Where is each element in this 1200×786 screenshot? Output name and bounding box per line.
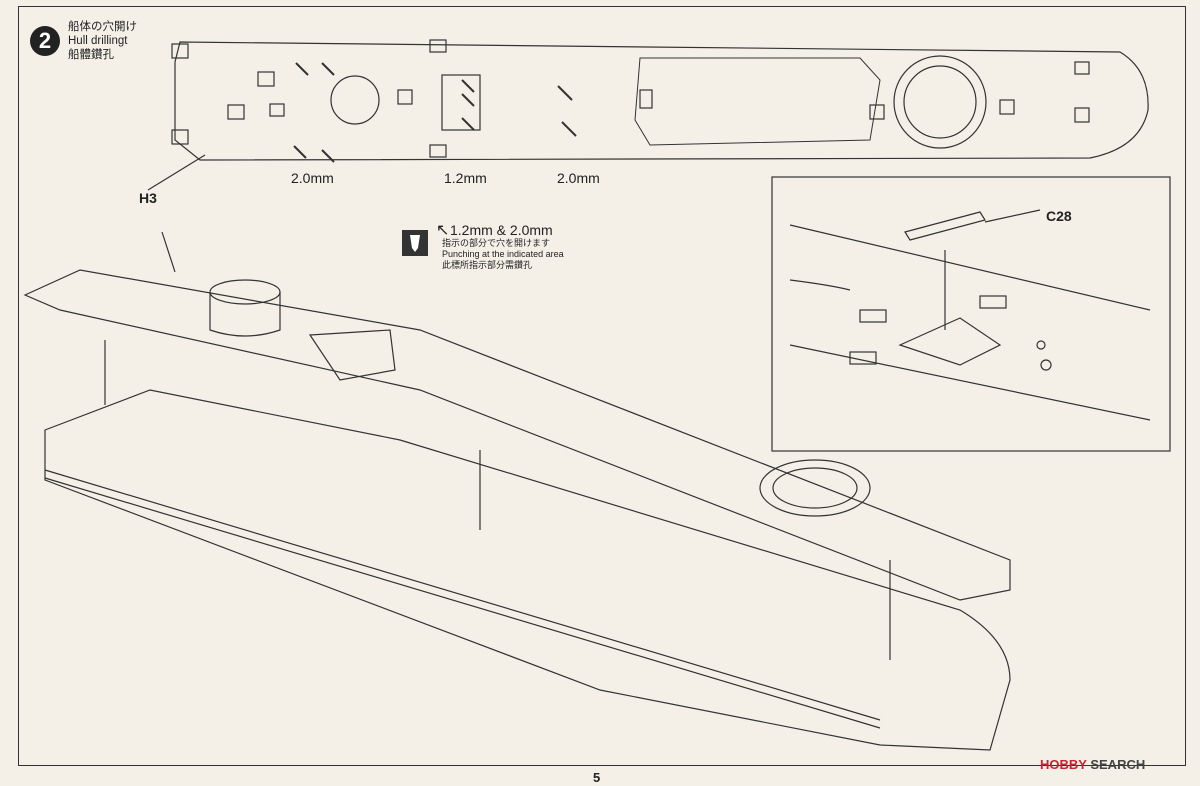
- legend-line-ja: 指示の部分で穴を開けます: [442, 238, 551, 248]
- hull-body-iso: [44, 389, 1011, 751]
- legend-line-en: Punching at the indicated area: [442, 249, 564, 259]
- deck-top-view: [174, 41, 1149, 161]
- dimension-left: 2.0mm: [291, 170, 334, 186]
- hull-deck-iso: [23, 269, 1011, 601]
- step-title-en: Hull drillingt: [68, 35, 128, 47]
- dimension-center: 1.2mm: [444, 170, 487, 186]
- step-title-zh: 船體鑽孔: [68, 49, 114, 61]
- part-label-c28: C28: [1046, 208, 1072, 224]
- dimension-right: 2.0mm: [557, 170, 600, 186]
- step-number-badge: 2: [30, 26, 60, 56]
- page-number: 5: [593, 770, 601, 785]
- step-title-ja: 船体の穴開け: [68, 21, 137, 33]
- drill-icon: [402, 230, 428, 256]
- page-frame: [18, 6, 1186, 766]
- detail-inset-frame: [771, 176, 1171, 452]
- watermark-brand: HOBBY: [1040, 757, 1087, 772]
- legend-sizes: 1.2mm & 2.0mm: [450, 222, 553, 238]
- legend-line-zh: 此標所指示部分需鑽孔: [442, 260, 533, 270]
- watermark-search: SEARCH: [1090, 757, 1146, 772]
- part-label-h3: H3: [139, 190, 157, 206]
- watermark: HOBBY SEARCH: [1040, 757, 1145, 772]
- arrow-icon: ↖: [436, 222, 450, 239]
- step-titles: 船体の穴開け Hull drillingt 船體鑽孔: [68, 20, 137, 62]
